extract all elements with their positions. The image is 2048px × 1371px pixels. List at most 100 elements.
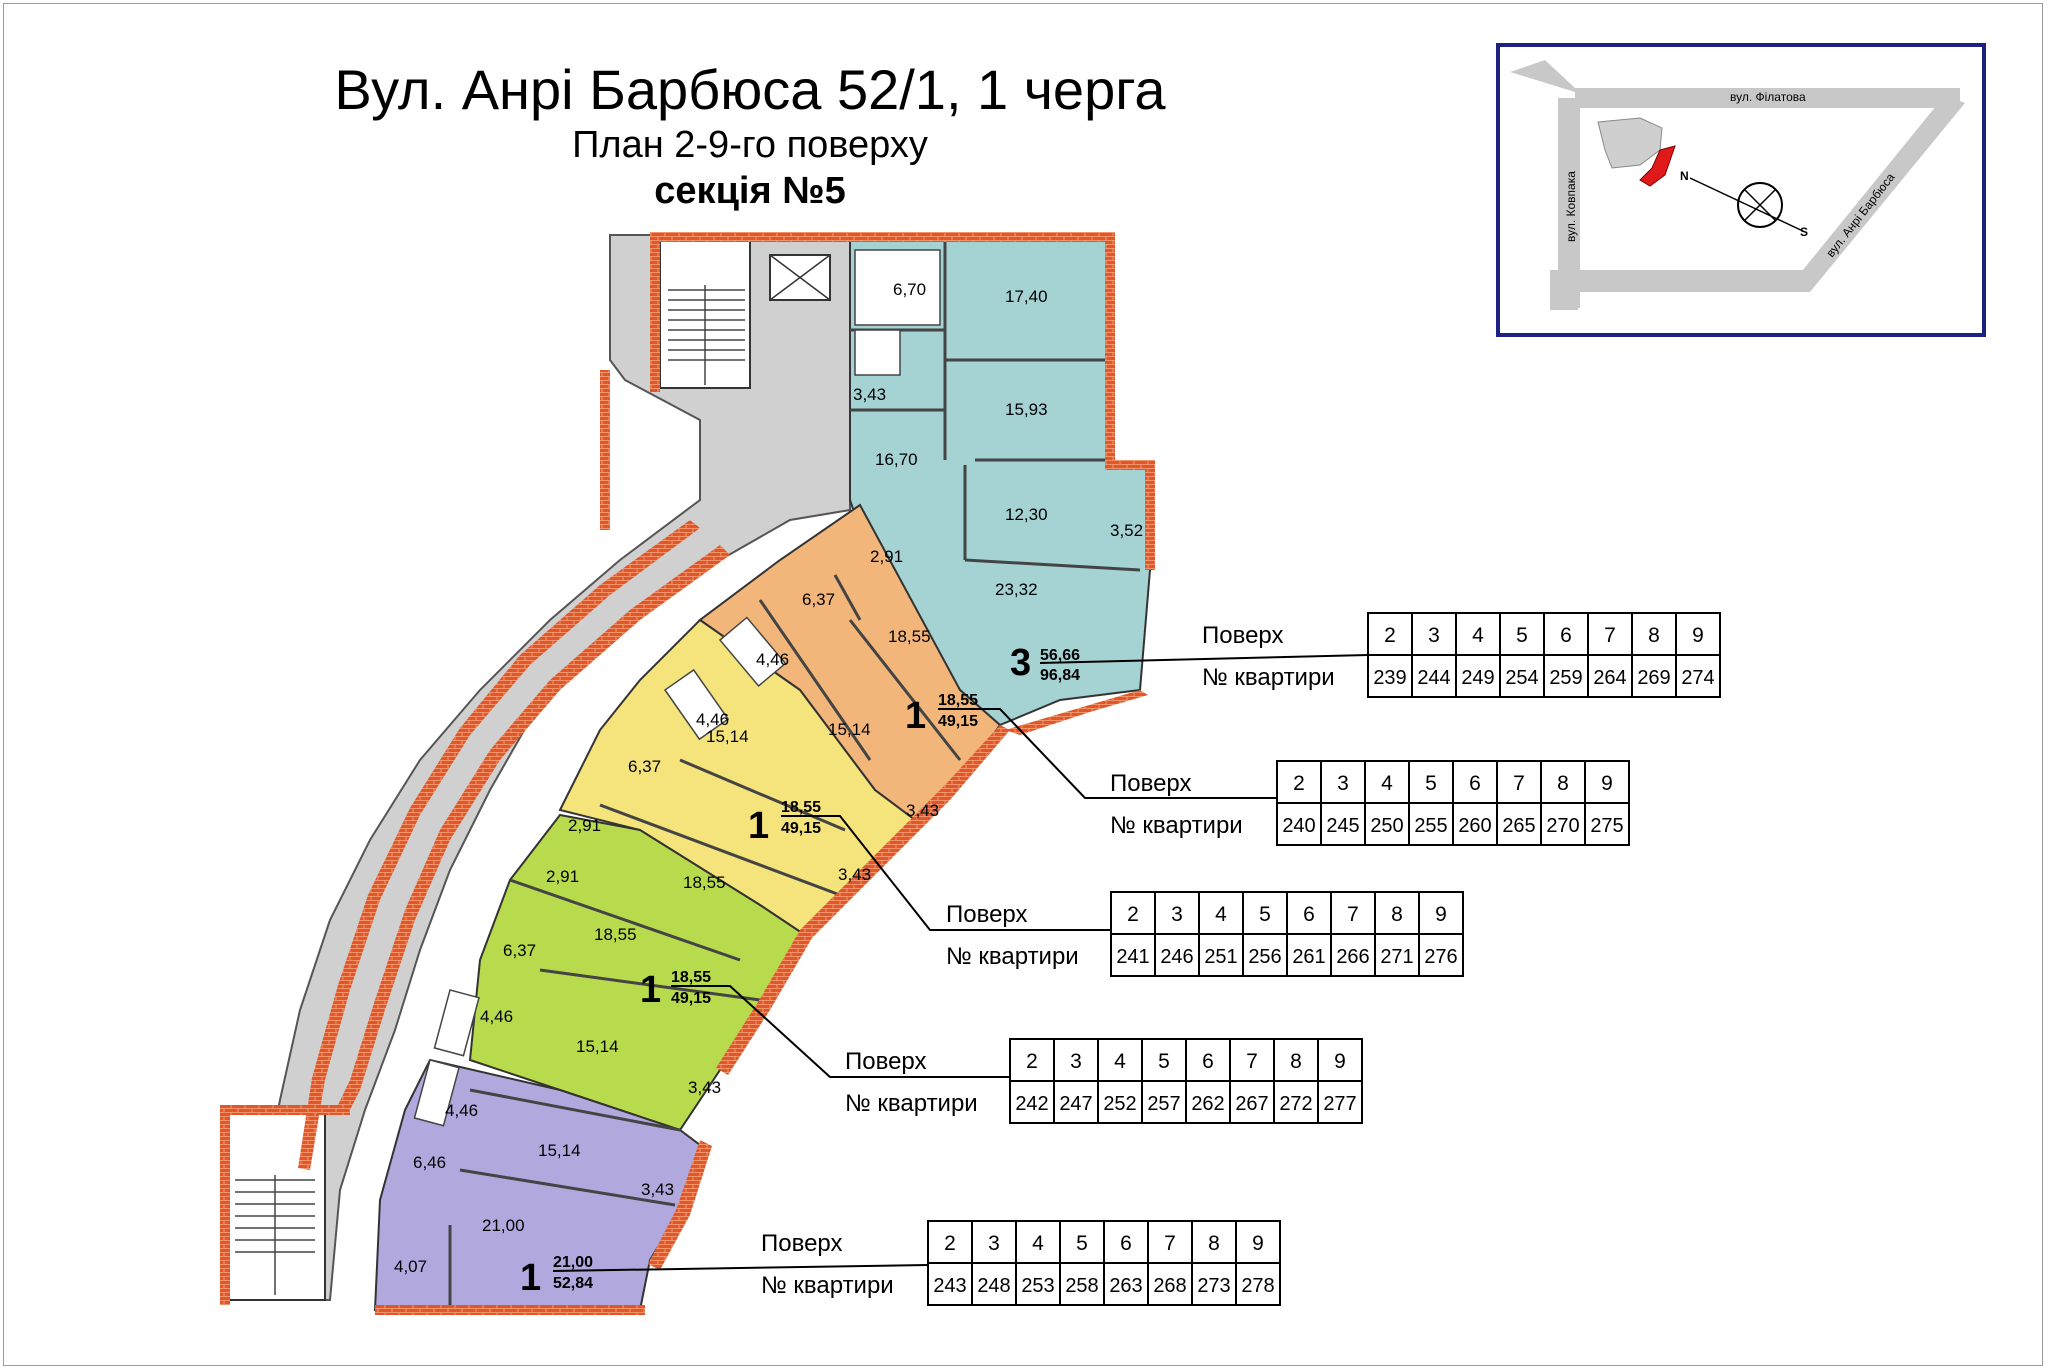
table-cell <box>1097 1038 1143 1082</box>
floor-number: 3 <box>1337 772 1349 795</box>
table-cell <box>1584 802 1630 846</box>
floor-number: 6 <box>1120 1232 1132 1255</box>
apartment-number: 263 <box>1109 1275 1142 1297</box>
total-area: 49,15 <box>671 990 711 1007</box>
floor-number: 7 <box>1246 1050 1258 1073</box>
living-area: 18,55 <box>671 969 711 986</box>
floor-number: 5 <box>1076 1232 1088 1255</box>
apartment-number: 258 <box>1065 1275 1098 1297</box>
room-area: 6,37 <box>628 757 661 776</box>
apartment-number: 250 <box>1370 815 1403 837</box>
table-cell <box>1154 891 1200 935</box>
table-cell <box>1367 612 1413 656</box>
room-area: 12,30 <box>1005 505 1048 524</box>
floor-number: 6 <box>1469 772 1481 795</box>
floor-row-label: Поверх <box>1110 770 1192 797</box>
wall-left-top <box>650 232 660 392</box>
apartment-number: 266 <box>1336 946 1369 968</box>
apartment-number: 239 <box>1373 667 1406 689</box>
room-area: 2,91 <box>870 547 903 566</box>
room-count: 3 <box>1010 642 1031 684</box>
apartment-number: 274 <box>1681 667 1714 689</box>
floor-number: 4 <box>1472 624 1484 647</box>
bathtub-purple <box>413 1059 460 1127</box>
floor-number: 4 <box>1215 903 1227 926</box>
floor-number: 7 <box>1164 1232 1176 1255</box>
street-barbusa-road <box>1785 95 1965 292</box>
staircase-top-steps <box>668 285 745 385</box>
floor-number: 8 <box>1290 1050 1302 1073</box>
room-area: 4,46 <box>480 1007 513 1026</box>
room-area: 4,46 <box>445 1101 478 1120</box>
floor-number: 9 <box>1692 624 1704 647</box>
table-cell <box>1198 891 1244 935</box>
bathroom-3room-b <box>854 329 901 376</box>
apartment-number: 271 <box>1380 946 1413 968</box>
apartment-number: 259 <box>1549 667 1582 689</box>
table-cell <box>1418 933 1464 977</box>
floor-number: 5 <box>1259 903 1271 926</box>
table-cell <box>1543 654 1589 698</box>
table-cell <box>1273 1038 1319 1082</box>
table-cell <box>1103 1262 1149 1306</box>
apartment-number: 257 <box>1147 1093 1180 1115</box>
apartment-number: 265 <box>1502 815 1535 837</box>
total-area: 49,15 <box>938 713 978 730</box>
table-cell <box>1273 1080 1319 1124</box>
floor-number: 6 <box>1560 624 1572 647</box>
wall-green-outer <box>716 930 812 1075</box>
apartment-number: 253 <box>1021 1275 1054 1297</box>
page-frame <box>3 3 2043 1366</box>
table-cell <box>1408 802 1454 846</box>
total-area: 49,15 <box>781 820 821 837</box>
apartment-number: 262 <box>1191 1093 1224 1115</box>
street-kovpaka-road <box>1558 98 1580 308</box>
compass-north-label: N <box>1680 169 1689 183</box>
table-cell <box>1276 760 1322 804</box>
table-cell <box>1059 1262 1105 1306</box>
floor-number: 6 <box>1202 1050 1214 1073</box>
apartment-1room-purple-area <box>373 1058 702 1311</box>
room-area: 2,91 <box>568 816 601 835</box>
floor-number: 2 <box>1026 1050 1038 1073</box>
room-area: 3,43 <box>853 385 886 404</box>
floor-number: 7 <box>1347 903 1359 926</box>
table-cell <box>1499 654 1545 698</box>
title-block: Вул. Анрі Барбюса 52/1, 1 черга План 2-9… <box>300 58 1200 214</box>
apartment-number-row-label: № квартири <box>845 1090 978 1117</box>
street-bottom-road <box>1550 270 1810 292</box>
room-area: 21,00 <box>482 1216 525 1235</box>
floor-row-label: Поверх <box>845 1048 927 1075</box>
room-labels: 17,40 15,93 16,70 12,30 3,52 23,32 6,70 … <box>394 280 1143 1276</box>
street-label-kovpaka: вул. Ковпака <box>1564 171 1578 242</box>
floor-number: 3 <box>1171 903 1183 926</box>
apartment-number: 276 <box>1424 946 1457 968</box>
table-cell <box>1141 1080 1187 1124</box>
table-cell <box>1330 933 1376 977</box>
floor-number: 2 <box>944 1232 956 1255</box>
room-count: 1 <box>748 805 769 847</box>
apartment-number: 252 <box>1103 1093 1136 1115</box>
apartment-number: 255 <box>1414 815 1447 837</box>
table-cell <box>971 1220 1017 1264</box>
wall-top <box>650 232 1110 242</box>
street-corner <box>1550 270 1578 310</box>
wall-stair-bottom-left <box>220 1105 230 1305</box>
apartment-number: 243 <box>933 1275 966 1297</box>
staircase-bottom-steps <box>235 1175 315 1295</box>
living-area: 21,00 <box>553 1254 593 1271</box>
total-area: 52,84 <box>553 1275 593 1292</box>
floor-number: 7 <box>1513 772 1525 795</box>
wall-purple-outer <box>648 1140 712 1270</box>
floor-number: 8 <box>1208 1232 1220 1255</box>
room-area: 4,07 <box>394 1257 427 1276</box>
room-count: 1 <box>520 1257 541 1299</box>
apartment-number: 241 <box>1116 946 1149 968</box>
floor-number: 2 <box>1293 772 1305 795</box>
room-area: 15,14 <box>828 720 871 739</box>
